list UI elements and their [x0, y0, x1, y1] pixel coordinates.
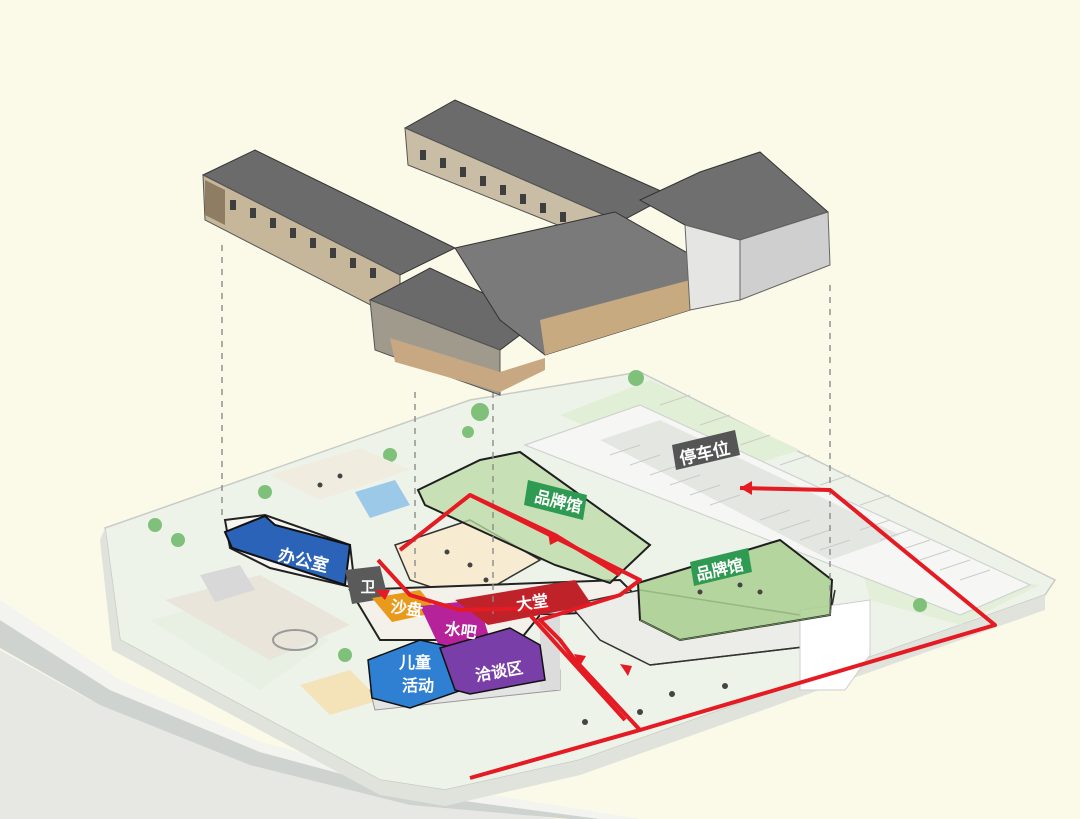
- people-figures: [317, 473, 763, 725]
- route-east: [639, 486, 997, 732]
- restroom-label: 卫: [360, 578, 375, 596]
- kids-label-line1: 儿童: [398, 653, 431, 672]
- route-lobby: [376, 558, 551, 612]
- kids-label-line2: 活动: [402, 676, 434, 695]
- brand-hall-1-label-bg: [524, 480, 587, 520]
- water-bar-label: 水吧: [444, 619, 478, 642]
- circulation-route: [376, 486, 997, 780]
- upper-floor-building: [201, 99, 831, 620]
- route-south: [528, 613, 627, 722]
- route-arrows: [375, 481, 752, 676]
- parking-label-bg: [672, 430, 740, 470]
- lobby-label: 大堂: [515, 591, 549, 614]
- brand-hall-2-label-bg: [690, 548, 752, 586]
- sand-table-label: 沙盘: [390, 597, 424, 620]
- route-brand: [469, 493, 622, 577]
